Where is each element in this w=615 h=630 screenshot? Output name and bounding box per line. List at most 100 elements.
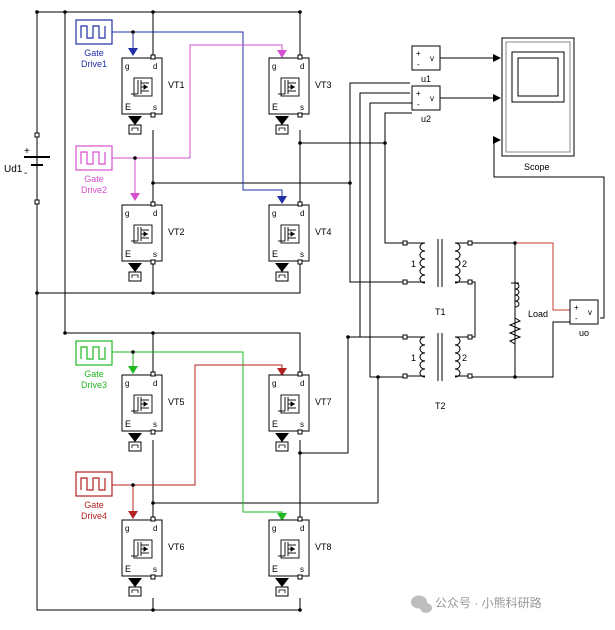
junction-dot — [151, 331, 155, 335]
pin-d: d — [153, 62, 157, 71]
gate-drive-line2: Drive1 — [81, 59, 107, 69]
load-inductor — [511, 282, 520, 308]
transformer-label: T2 — [435, 401, 446, 411]
switch-label: VT1 — [168, 80, 185, 90]
pin-d: d — [153, 524, 157, 533]
secondary-label: 2 — [462, 259, 467, 269]
watermark: 公众号 · 小熊科研路 — [411, 595, 542, 613]
load-wire — [515, 242, 570, 311]
pin-s: s — [300, 420, 304, 429]
gate-drive-line2: Drive2 — [81, 185, 107, 195]
pin-g: g — [272, 524, 276, 533]
pin-e: E — [272, 564, 278, 574]
pin-d: d — [153, 209, 157, 218]
junction-dot — [348, 181, 352, 185]
voltmeter-u2[interactable]: +-vu2 — [411, 85, 441, 124]
junction-dot — [35, 10, 39, 14]
gate-drive-line1: Gate — [84, 369, 104, 379]
switch-label: VT4 — [315, 227, 332, 237]
gate-drive-line1: Gate — [84, 500, 104, 510]
gate-drive-line2: Drive4 — [81, 511, 107, 521]
pin-e: E — [125, 564, 131, 574]
pin-g: g — [125, 379, 129, 388]
pin-s: s — [153, 565, 157, 574]
switch-label: VT8 — [315, 542, 332, 552]
meter-v: v — [588, 308, 592, 317]
mosfet-icon — [131, 77, 153, 97]
meter-plus: + — [574, 303, 579, 312]
watermark-text: 公众号 · 小熊科研路 — [435, 595, 542, 610]
ground-port-icon — [128, 578, 142, 597]
gate-drive-line1: Gate — [84, 174, 104, 184]
transformer-label: T1 — [435, 307, 446, 317]
pin-e: E — [125, 249, 131, 259]
pulse-icon — [80, 25, 106, 39]
pin-e: E — [272, 249, 278, 259]
mosfet-icon — [131, 539, 153, 559]
mosfet-icon — [131, 394, 153, 414]
pin-g: g — [125, 62, 129, 71]
pin-e: E — [272, 419, 278, 429]
mosfet-icon — [278, 394, 300, 414]
pin-d: d — [300, 524, 304, 533]
junction-dot — [131, 483, 135, 487]
source-plus: + — [24, 146, 30, 157]
junction-dot — [35, 291, 39, 295]
voltmeter-u1[interactable]: +-vu1 — [411, 45, 441, 84]
pulse-icon — [80, 151, 106, 165]
mosfet-icon — [278, 77, 300, 97]
junctions — [35, 10, 517, 612]
junction-dot — [298, 608, 302, 612]
junction-dot — [131, 350, 135, 354]
mosfet-icon — [278, 224, 300, 244]
gate-drive-line1: Gate — [84, 48, 104, 58]
pulse-icon — [80, 477, 106, 491]
primary-coil-icon — [419, 336, 426, 378]
switch-label: VT2 — [168, 227, 185, 237]
junction-dot — [151, 501, 155, 505]
voltmeter-uo[interactable]: +-vuo — [569, 299, 599, 338]
load-block: Load — [508, 282, 548, 345]
scope-block[interactable]: Scope — [501, 37, 575, 172]
pin-d: d — [300, 379, 304, 388]
ground-port-icon — [275, 433, 289, 452]
mosfet-icon — [278, 539, 300, 559]
meter-minus: - — [575, 314, 578, 323]
pin-s: s — [300, 250, 304, 259]
pulse-icon — [80, 346, 106, 360]
pin-s: s — [153, 420, 157, 429]
junction-dot — [151, 10, 155, 14]
pin-g: g — [125, 209, 129, 218]
junction-dot — [513, 241, 517, 245]
voltmeter-group: +-vu1+-vu2+-vuo — [411, 45, 599, 338]
secondary-coil-icon — [454, 336, 461, 378]
meter-label: u2 — [421, 114, 431, 124]
pin-d: d — [153, 379, 157, 388]
wechat-logo-icon — [411, 595, 432, 613]
load-resistor — [508, 317, 522, 345]
scope-label: Scope — [524, 162, 550, 172]
junction-dot — [298, 141, 302, 145]
wiring — [36, 11, 605, 611]
meter-minus: - — [417, 60, 420, 69]
pin-s: s — [153, 103, 157, 112]
pin-g: g — [272, 379, 276, 388]
secondary-label: 2 — [462, 353, 467, 363]
junction-dot — [298, 10, 302, 14]
